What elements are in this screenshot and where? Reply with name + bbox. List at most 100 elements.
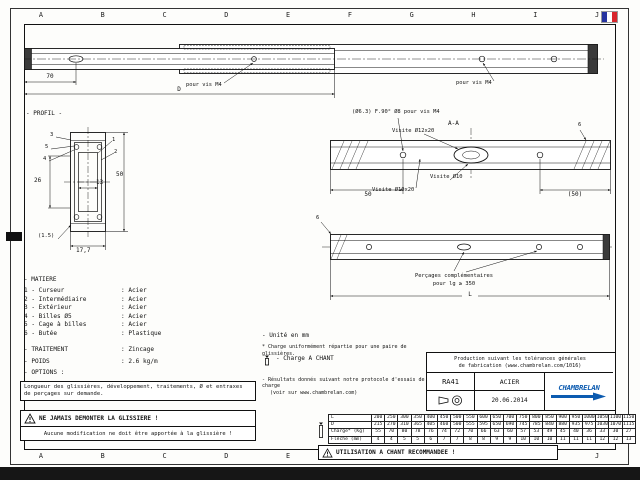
spec-value: : Zincage xyxy=(121,346,155,353)
warning-triangle-icon xyxy=(322,447,333,457)
profile-cross-section xyxy=(48,127,128,250)
value-cell: 650 xyxy=(489,421,504,430)
spec-row: 1 - Curseur: Acier xyxy=(24,287,236,296)
value-cell: 78 xyxy=(410,428,425,437)
value-cell: 53 xyxy=(529,428,544,437)
row-label: L xyxy=(328,413,372,423)
spec-row: 4 - Billes Ø5: Acier xyxy=(24,313,236,322)
value-cell: 400 xyxy=(423,413,438,423)
value-cell: 8 xyxy=(476,435,491,444)
reference-text: RA41 xyxy=(442,377,459,386)
grid-letter: A xyxy=(38,452,43,460)
profile-callout-2: 2 xyxy=(114,149,118,155)
value-cell: 12 xyxy=(608,435,623,444)
spec-value: : Acier xyxy=(121,312,147,320)
value-cell: 650 xyxy=(489,413,504,423)
profile-callout-1: 1 xyxy=(112,137,116,143)
spec-label: - TRAITEMENT xyxy=(24,346,69,353)
value-cell: 750 xyxy=(516,413,531,423)
value-cell: 74 xyxy=(436,428,452,437)
dim-d-label: D xyxy=(177,86,181,93)
value-cell: 60 xyxy=(502,428,518,437)
warning-no-modification: Aucune modification ne doit être apporté… xyxy=(20,426,256,441)
value-cell: 70 xyxy=(463,428,478,437)
date-cell: 20.06.2014 xyxy=(475,391,545,410)
spec-value: : Acier xyxy=(121,321,147,328)
value-cell: 935 xyxy=(568,421,584,430)
value-cell: 55 xyxy=(370,428,386,437)
value-cell: 5 xyxy=(410,435,425,444)
value-cell: 450 xyxy=(436,413,452,423)
value-cell: 4 xyxy=(384,435,399,444)
material-text: ACIER xyxy=(499,377,520,386)
spec-label: - OPTIONS : xyxy=(24,369,65,376)
value-cell: 1000 xyxy=(581,413,597,423)
flag-red-stripe xyxy=(612,12,617,22)
value-cell: 1150 xyxy=(621,413,636,423)
value-cell: 300 xyxy=(397,413,412,423)
warning-edge-use: UTILISATION A CHANT RECOMMANDEE ! xyxy=(318,445,558,460)
value-cell: 250 xyxy=(384,413,399,423)
row-label: D xyxy=(328,421,372,430)
section-aa-geometry xyxy=(330,128,611,180)
closed-callout-6: 6 xyxy=(316,215,320,221)
spec-row: 6 - Butée: Plastique xyxy=(24,330,236,339)
value-cell: 800 xyxy=(529,413,544,423)
grid-letter: F xyxy=(347,11,352,19)
spec-row: 2 - Intermédiaire: Acier xyxy=(24,296,236,305)
profile-callout-3: 3 xyxy=(50,132,54,138)
value-cell: 9 xyxy=(489,435,504,444)
material-cell: ACIER xyxy=(475,373,545,391)
value-cell: 500 xyxy=(450,413,465,423)
spec-label: 1 - Curseur xyxy=(24,287,65,294)
value-cell: 40 xyxy=(568,428,584,437)
value-cell: 500 xyxy=(450,421,465,430)
visite-12x20-note: Visite Ø12x20 xyxy=(392,128,435,134)
edge-load-note: - Charge A CHANT xyxy=(276,355,334,362)
value-cell: 9 xyxy=(502,435,518,444)
french-flag-icon xyxy=(601,11,618,23)
value-cell: 4 xyxy=(370,435,386,444)
flag-blue-stripe xyxy=(602,12,607,22)
grid-letter: B xyxy=(100,11,105,19)
grid-letter: J xyxy=(595,452,600,460)
protocol-note: - Résultats donnés suivant notre protoco… xyxy=(262,377,426,396)
dim-70-label: 70 xyxy=(46,73,54,80)
value-cell: 600 xyxy=(476,413,491,423)
projection-symbol-icon xyxy=(438,395,462,406)
table-chant-icon xyxy=(319,422,324,438)
value-cell: 460 xyxy=(436,421,452,430)
value-cell: 5 xyxy=(397,435,412,444)
value-cell: 30 xyxy=(608,428,623,437)
value-cell: 1050 xyxy=(595,413,610,423)
profile-dim-1-5: (1.5) xyxy=(38,233,55,239)
value-cell: 1030 xyxy=(595,421,610,430)
value-cell: 950 xyxy=(568,413,584,423)
brand-logo: CHAMBRELAN xyxy=(545,373,613,410)
value-cell: 1115 xyxy=(621,421,636,430)
spec-row: 3 - Extérieur: Acier xyxy=(24,304,236,313)
value-cell: 63 xyxy=(489,428,504,437)
value-cell: 700 xyxy=(502,413,518,423)
value-cell: 550 xyxy=(463,413,478,423)
value-cell: 7 xyxy=(450,435,465,444)
value-cell: 215 xyxy=(370,421,386,430)
value-cell: 900 xyxy=(555,413,570,423)
value-cell: 10 xyxy=(529,435,544,444)
value-cell: 45 xyxy=(555,428,570,437)
title-block: Production suivant les tolérances généra… xyxy=(426,352,616,411)
value-cell: 7 xyxy=(436,435,452,444)
profile-dimensions xyxy=(48,132,128,250)
value-cell: 11 xyxy=(555,435,570,444)
value-cell: 200 xyxy=(370,413,386,423)
screw-note-right: pour vis M4 xyxy=(456,80,492,86)
protocol-note-line1: - Résultats donnés suivant notre protoco… xyxy=(262,377,425,390)
charge-a-chant-icon xyxy=(265,355,270,366)
options-note-text: Longueur des glissières, développement, … xyxy=(24,384,243,397)
value-cell: 1070 xyxy=(608,421,623,430)
value-cell: 1100 xyxy=(608,413,623,423)
